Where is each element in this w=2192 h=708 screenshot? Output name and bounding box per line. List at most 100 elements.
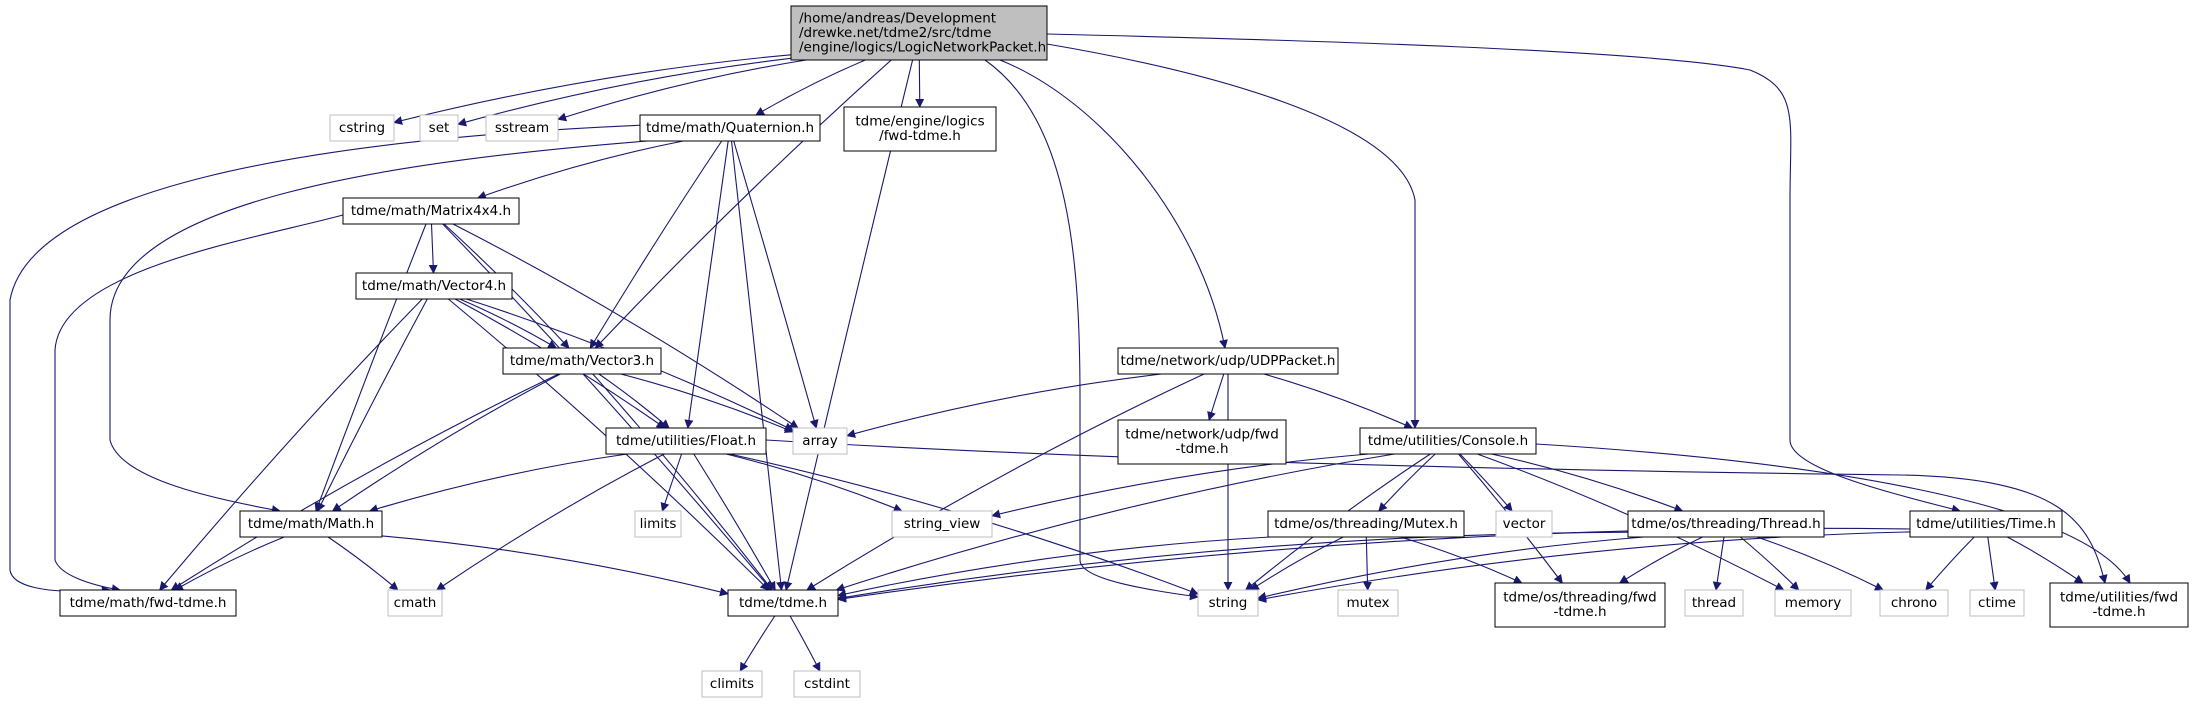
edge-root-to-cstring xyxy=(393,54,792,125)
edge-tdmeh-to-climits xyxy=(739,615,776,672)
edge-root-to-console xyxy=(1046,43,1420,429)
node-matrix[interactable]: tdme/math/Matrix4x4.h xyxy=(342,197,520,225)
node-mathh[interactable]: tdme/math/Math.h xyxy=(239,510,383,538)
edge-float-to-tdmeh xyxy=(693,453,776,591)
node-logicsfwd[interactable]: tdme/engine/logics/fwd-tdme.h xyxy=(843,106,997,152)
node-box xyxy=(1359,427,1537,455)
edge-vector4-to-mathfwd xyxy=(159,298,423,591)
edge-mutexh-to-mutex xyxy=(1362,536,1372,591)
node-root[interactable]: /home/andreas/Development/drewke.net/tdm… xyxy=(790,5,1048,61)
node-box xyxy=(329,114,395,142)
node-box xyxy=(1267,510,1465,538)
edge-tdmeh-to-cstdint xyxy=(789,615,821,672)
node-climits: climits xyxy=(701,670,763,698)
node-box xyxy=(701,670,763,698)
node-vector: vector xyxy=(1495,510,1553,538)
node-timeh[interactable]: tdme/utilities/Time.h xyxy=(1909,510,2063,538)
node-memory: memory xyxy=(1774,589,1852,617)
node-label: chrono xyxy=(1891,595,1937,611)
node-mathfwd[interactable]: tdme/math/fwd-tdme.h xyxy=(59,589,237,617)
node-box xyxy=(419,114,459,142)
node-label: /drewke.net/tdme2/src/tdme xyxy=(799,25,991,41)
node-box xyxy=(1879,589,1949,617)
node-box xyxy=(342,197,520,225)
node-box xyxy=(2049,582,2189,628)
edge-quaternion-to-float xyxy=(684,140,729,429)
edge-mutexh-to-tdmeh xyxy=(837,536,1271,599)
node-quaternion[interactable]: tdme/math/Quaternion.h xyxy=(639,114,821,142)
node-chrono: chrono xyxy=(1879,589,1949,617)
edge-vector3-to-tdmeh xyxy=(592,373,773,591)
node-threadingfwd[interactable]: tdme/os/threading/fwd-tdme.h xyxy=(1494,582,1666,628)
node-label: tdme/math/Math.h xyxy=(248,516,374,532)
node-box xyxy=(1337,589,1399,617)
node-vector4[interactable]: tdme/math/Vector4.h xyxy=(355,272,513,300)
node-label: ctime xyxy=(1978,595,2016,611)
edge-root-to-vector3 xyxy=(594,59,892,349)
node-label: vector xyxy=(1503,516,1546,532)
edge-root-to-set xyxy=(457,57,792,127)
node-box xyxy=(843,106,997,152)
edge-vector3-to-mathfwd xyxy=(170,373,559,591)
edge-quaternion-to-mathh xyxy=(109,139,661,514)
edge-matrix-to-mathh xyxy=(314,223,427,512)
node-console[interactable]: tdme/utilities/Console.h xyxy=(1359,427,1537,455)
node-threadh[interactable]: tdme/os/threading/Thread.h xyxy=(1627,510,1825,538)
node-box xyxy=(387,589,443,617)
node-box xyxy=(793,670,861,698)
node-box xyxy=(1627,510,1825,538)
node-box xyxy=(1495,510,1553,538)
node-box xyxy=(1117,419,1287,465)
edge-vector3-to-mathh xyxy=(331,373,561,512)
edge-vector4-to-vector3 xyxy=(459,298,558,349)
edge-root-to-logicsfwd xyxy=(915,59,925,108)
node-cstring: cstring xyxy=(329,114,395,142)
node-float[interactable]: tdme/utilities/Float.h xyxy=(605,427,767,455)
edge-mathh-to-mathfwd xyxy=(174,536,285,591)
node-label: tdme/math/fwd-tdme.h xyxy=(70,595,227,611)
node-label: tdme/math/Quaternion.h xyxy=(646,120,814,136)
edge-matrix-to-array xyxy=(452,223,799,429)
node-box xyxy=(502,347,662,375)
node-sstream: sstream xyxy=(485,114,559,142)
edge-console-to-utilfwd xyxy=(1535,443,2131,584)
edges-layer xyxy=(9,33,2131,672)
node-box xyxy=(1684,589,1744,617)
node-label: memory xyxy=(1785,595,1841,611)
node-string: string xyxy=(1197,589,1259,617)
edge-console-to-tdmeh xyxy=(835,453,1395,592)
node-label: -tdme.h xyxy=(2092,604,2145,620)
edge-root-to-quaternion xyxy=(755,59,866,116)
edge-quaternion-to-array xyxy=(733,140,819,429)
node-box xyxy=(59,589,237,617)
node-box xyxy=(790,5,1048,61)
edge-matrix-to-mathfwd xyxy=(54,214,344,594)
node-label: string_view xyxy=(904,516,981,532)
node-label: tdme/utilities/Time.h xyxy=(1916,516,2056,532)
node-label: tdme/math/Vector4.h xyxy=(362,278,506,294)
node-vector3[interactable]: tdme/math/Vector3.h xyxy=(502,347,662,375)
node-udppacket[interactable]: tdme/network/udp/UDPPacket.h xyxy=(1117,347,1339,375)
node-label: /home/andreas/Development xyxy=(799,10,996,26)
node-tdmeh[interactable]: tdme/tdme.h xyxy=(727,589,839,617)
node-label: tdme/math/Matrix4x4.h xyxy=(351,203,511,219)
node-limits: limits xyxy=(634,510,682,538)
node-label: set xyxy=(429,120,450,136)
edge-matrix-to-tdmeh xyxy=(442,223,772,591)
node-label: tdme/network/udp/fwd xyxy=(1125,427,1279,443)
node-label: tdme/utilities/fwd xyxy=(2060,590,2178,606)
node-array: array xyxy=(792,427,848,455)
edge-root-to-sstream xyxy=(557,59,807,122)
node-mutexh[interactable]: tdme/os/threading/Mutex.h xyxy=(1267,510,1465,538)
node-cstdint: cstdint xyxy=(793,670,861,698)
node-label: cstdint xyxy=(804,676,850,692)
node-utilfwd[interactable]: tdme/utilities/fwd-tdme.h xyxy=(2049,582,2189,628)
node-stringview: string_view xyxy=(891,510,993,538)
edge-root-to-timeh xyxy=(1046,33,1961,514)
node-label: -tdme.h xyxy=(1175,441,1228,457)
node-label: /engine/logics/LogicNetworkPacket.h xyxy=(799,39,1046,55)
edge-console-to-mutexh xyxy=(1378,453,1436,512)
node-box xyxy=(605,427,767,455)
node-box xyxy=(1774,589,1852,617)
node-udpfwd[interactable]: tdme/network/udp/fwd-tdme.h xyxy=(1117,419,1287,465)
